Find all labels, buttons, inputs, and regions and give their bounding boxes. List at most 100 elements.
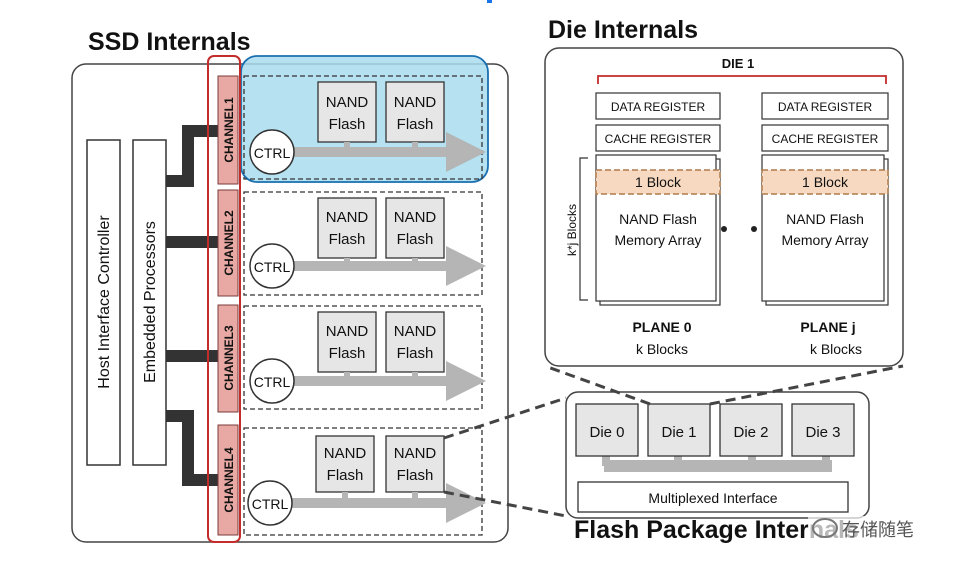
multiplexed-interface-label: Multiplexed Interface [648, 490, 777, 506]
channel1-flash-1 [317, 81, 377, 143]
channel3-label-box [217, 304, 239, 413]
channel2-flash-2 [385, 197, 445, 259]
channel4-flash-2 [385, 435, 445, 493]
die-brace [597, 75, 887, 84]
plane0-data-register [595, 92, 721, 120]
die-label: DIE 1 [722, 56, 755, 71]
channel3-flash-2 [385, 311, 445, 373]
plane0-data-register-label: DATA REGISTER [611, 100, 706, 114]
channel2-frame [243, 191, 483, 296]
bus-connector-4 [166, 410, 220, 486]
plane-ellipsis-dot-2 [751, 226, 757, 232]
plane0-block [595, 169, 721, 195]
planej-blocks: k Blocks [810, 341, 862, 357]
channel1-ctrl [249, 129, 295, 175]
channel3-ctrl-label: CTRL [254, 374, 291, 390]
planej-name: PLANE j [800, 319, 855, 335]
bus-connectors [166, 125, 220, 486]
host-interface-controller: Host Interface Controller [86, 139, 121, 466]
channel4-ctrl-label: CTRL [252, 496, 289, 512]
embedded-processors-label: Embedded Processors [142, 221, 159, 383]
channel1-flash-2 [385, 81, 445, 143]
channel4-label-box [217, 424, 239, 536]
package-bus-stub-0 [602, 450, 610, 466]
package-bus-stub-2 [748, 450, 756, 466]
planej-data-register-label: DATA REGISTER [778, 100, 873, 114]
ssd-internals-title: SSD Internals [88, 28, 251, 56]
plane0-cache-register [595, 124, 721, 152]
watermark-text: 存储随笔 [842, 520, 914, 541]
host-interface-controller-label: Host Interface Controller [96, 215, 113, 389]
plane-0: DATA REGISTER CACHE REGISTER 1 Block NAN… [595, 92, 721, 357]
channel3-label: CHANNEL3 [222, 325, 236, 391]
die-2-label: Die 2 [733, 424, 768, 441]
die-0-label: Die 0 [589, 424, 624, 441]
package-bus-stub-1 [674, 450, 682, 466]
zoom-line-pkg-top [443, 396, 567, 440]
channel2-flash-1 [317, 197, 377, 259]
package-bus-stub-3 [822, 450, 830, 466]
top-accent-mark [487, 0, 492, 3]
die-2-box [719, 403, 783, 457]
channel4-frame [243, 427, 483, 536]
watermark: 存储随笔 [808, 516, 918, 542]
zoom-line-die-top-left [544, 364, 651, 406]
die-3-box [791, 403, 855, 457]
channel2-ctrl [249, 243, 295, 289]
channel3-ctrl [249, 358, 295, 404]
planej-data-register [761, 92, 889, 120]
plane0-array-line2: Memory Array [614, 232, 701, 248]
multiplexed-interface-box [577, 481, 849, 513]
die-1-box [647, 403, 711, 457]
package-bus [604, 460, 832, 472]
channel3-frame [243, 305, 483, 410]
zoom-line-die-top-right [709, 364, 904, 406]
plane0-cache-register-label: CACHE REGISTER [605, 132, 712, 146]
side-brace-label: k*j Blocks [565, 204, 579, 256]
channel1-label-box [217, 75, 239, 185]
channel2-ctrl-label: CTRL [254, 259, 291, 275]
plane0-blocks: k Blocks [636, 341, 688, 357]
channel4-label: CHANNEL4 [222, 447, 236, 513]
plane0-name: PLANE 0 [632, 319, 691, 335]
planej-block [761, 169, 889, 195]
channel4-flash-1 [315, 435, 375, 493]
bus-connector-3 [166, 350, 220, 362]
embedded-processors: Embedded Processors [132, 139, 167, 466]
die-outline [544, 47, 904, 367]
package-outline [565, 391, 870, 519]
die-0-box [575, 403, 639, 457]
plane0-array-line1: NAND Flash [619, 211, 697, 227]
channel1-ctrl-label: CTRL [254, 145, 291, 161]
channel3-flash-1 [317, 311, 377, 373]
channel1-frame [243, 75, 483, 180]
plane-j: DATA REGISTER CACHE REGISTER 1 Block NAN… [761, 92, 889, 357]
die-3-label: Die 3 [805, 424, 840, 441]
plane0-block-label: 1 Block [635, 174, 682, 190]
bus-connector-1 [166, 125, 220, 187]
zoom-line-pkg-bottom [443, 490, 567, 518]
bus-connector-2 [166, 236, 220, 248]
planej-block-label: 1 Block [802, 174, 849, 190]
channel-strip: CHANNEL1 CHANNEL2 CHANNEL3 CHANNEL4 [207, 55, 241, 543]
planej-array-line2: Memory Array [781, 232, 868, 248]
die-1-label: Die 1 [661, 424, 696, 441]
planej-cache-register [761, 124, 889, 152]
planej-array-line1: NAND Flash [786, 211, 864, 227]
plane-ellipsis-dot-1 [721, 226, 727, 232]
channel1-label: CHANNEL1 [222, 97, 236, 163]
channel2-label: CHANNEL2 [222, 210, 236, 276]
planej-cache-register-label: CACHE REGISTER [772, 132, 879, 146]
